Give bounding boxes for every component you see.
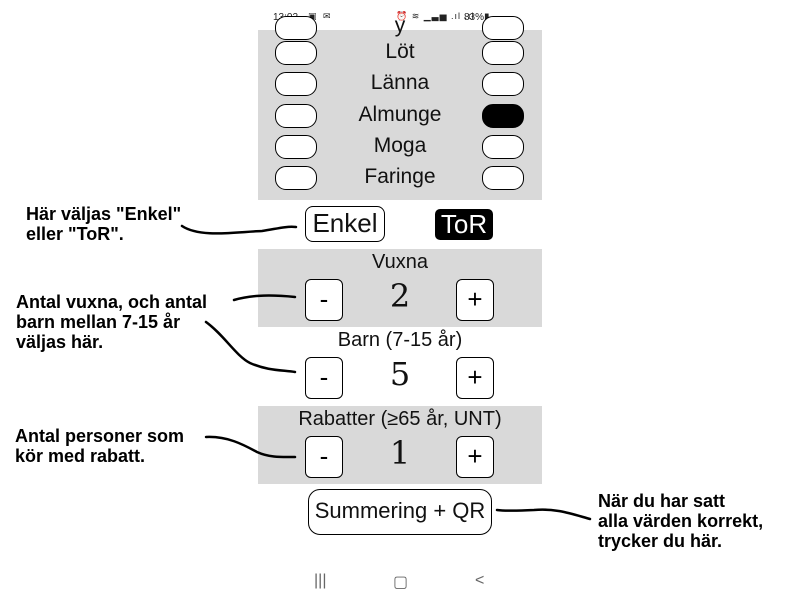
station-name: Almunge: [358, 103, 442, 126]
battery-indicator: 83%▮: [464, 12, 490, 23]
annotation-line: alla värden korrekt,: [598, 511, 764, 531]
station-row: Länna: [258, 70, 542, 98]
children-increment-button[interactable]: +: [456, 357, 494, 399]
single-trip-button[interactable]: Enkel: [305, 206, 385, 242]
station-toggle-from[interactable]: [275, 41, 317, 65]
annotation-line: trycker du här.: [598, 531, 723, 551]
trip-type-selector: Enkel ToR: [258, 200, 542, 248]
recents-icon[interactable]: |||: [314, 572, 327, 589]
annotation-line: Här väljas "Enkel": [26, 204, 182, 224]
annotation-line: Antal personer som: [15, 426, 185, 446]
station-toggle-to[interactable]: [482, 166, 524, 190]
phone-screen: 13:02 ▣ ✉ ⏰ ≋ ▁▃▅ .ıl .ıl 83%▮ y Löt Län…: [258, 0, 542, 600]
children-decrement-button[interactable]: -: [305, 357, 343, 399]
annotation-line: När du har satt: [598, 491, 726, 511]
station-name: Löt: [385, 40, 415, 63]
station-toggle-from[interactable]: [275, 72, 317, 96]
annotation-line: eller "ToR".: [26, 224, 124, 244]
summary-annotation: När du har satt alla värden korrekt, try…: [598, 491, 763, 551]
partially-scrolled-station: y: [394, 14, 406, 37]
station-toggle-to[interactable]: [482, 135, 524, 159]
station-row: Löt: [258, 39, 542, 67]
station-name: Moga: [373, 134, 427, 157]
station-list[interactable]: y Löt Länna Almunge Moga Faringe: [258, 14, 542, 200]
return-trip-button[interactable]: ToR: [435, 209, 493, 240]
annotation-line: väljas här.: [16, 332, 104, 352]
station-toggle-to-selected[interactable]: [482, 104, 524, 128]
discounts-label: Rabatter (≥65 år, UNT): [298, 408, 502, 430]
station-row: Moga: [258, 133, 542, 161]
signal-wifi-icons: ⏰ ≋ ▁▃▅ .ıl .ıl: [396, 11, 475, 21]
trip-type-annotation: Här väljas "Enkel" eller "ToR".: [26, 204, 181, 244]
children-counter: Barn (7-15 år) - 5 +: [258, 327, 542, 405]
adults-increment-button[interactable]: +: [456, 279, 494, 321]
discounts-value: 1: [389, 434, 411, 472]
station-row: Almunge: [258, 102, 542, 130]
station-toggle-from-partial[interactable]: [275, 16, 317, 40]
station-toggle-to[interactable]: [482, 41, 524, 65]
station-toggle-from[interactable]: [275, 166, 317, 190]
annotation-line: Antal vuxna, och antal: [16, 292, 208, 312]
annotation-line: barn mellan 7-15 år: [16, 312, 181, 332]
discounts-counter: Rabatter (≥65 år, UNT) - 1 +: [258, 406, 542, 484]
station-toggle-to[interactable]: [482, 72, 524, 96]
annotation-line: kör med rabatt.: [15, 446, 146, 466]
station-name: Länna: [370, 71, 430, 94]
station-toggle-from[interactable]: [275, 135, 317, 159]
summary-qr-button[interactable]: Summering + QR: [308, 489, 492, 535]
adults-label: Vuxna: [372, 251, 428, 273]
children-label: Barn (7-15 år): [337, 329, 463, 351]
adults-decrement-button[interactable]: -: [305, 279, 343, 321]
station-toggle-from[interactable]: [275, 104, 317, 128]
notification-icons: ▣ ✉: [308, 11, 333, 21]
discounts-decrement-button[interactable]: -: [305, 436, 343, 478]
station-toggle-to-partial[interactable]: [482, 16, 524, 40]
adults-counter: Vuxna - 2 +: [258, 249, 542, 327]
back-icon[interactable]: <: [475, 572, 485, 589]
station-row: Faringe: [258, 164, 542, 192]
android-nav-bar: ||| ▢ <: [258, 566, 542, 600]
discount-annotation: Antal personer som kör med rabatt.: [15, 426, 184, 466]
station-name: Faringe: [364, 165, 436, 188]
home-icon[interactable]: ▢: [393, 574, 409, 591]
discounts-increment-button[interactable]: +: [456, 436, 494, 478]
children-value: 5: [389, 355, 411, 393]
counts-annotation: Antal vuxna, och antal barn mellan 7-15 …: [16, 292, 207, 352]
adults-value: 2: [389, 277, 411, 315]
